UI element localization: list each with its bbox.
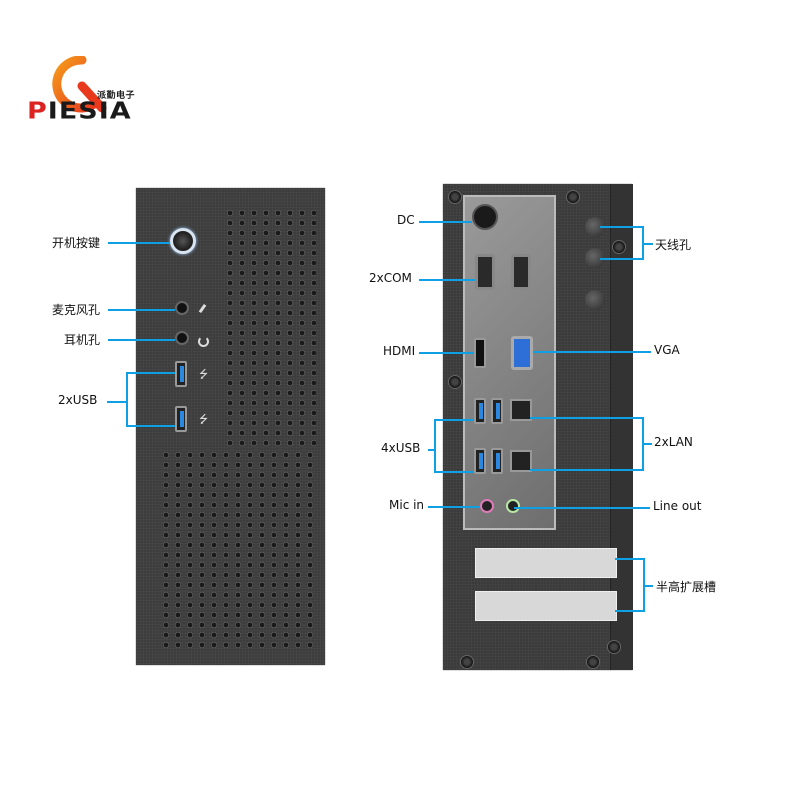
front-usb-port-2[interactable] <box>175 406 187 432</box>
brand-subtitle: 派勤电子 <box>97 91 136 101</box>
usb-icon: ⭍ <box>199 413 209 426</box>
hdmi-port[interactable] <box>474 338 486 368</box>
callout-line <box>530 417 644 419</box>
rear-usb-port-3[interactable] <box>474 448 486 474</box>
brand-logo: 派勤电子 PIESIA <box>0 0 160 140</box>
callout-line <box>126 425 175 427</box>
callout-line <box>434 419 474 421</box>
front-usb-port-1[interactable] <box>175 361 187 387</box>
screw-icon <box>566 190 580 204</box>
label-vga: VGA <box>654 343 680 357</box>
label-lan: 2xLAN <box>654 435 693 449</box>
callout-line <box>108 339 175 341</box>
label-dc: DC <box>397 213 415 227</box>
callout-line <box>428 449 435 451</box>
antenna-hole-3[interactable] <box>585 290 605 310</box>
rear-usb-port-4[interactable] <box>491 448 503 474</box>
vga-port[interactable] <box>511 336 533 370</box>
callout-line <box>615 558 645 560</box>
screw-icon <box>448 190 462 204</box>
callout-line <box>419 352 474 354</box>
screw-icon <box>607 640 621 654</box>
usb-icon: ⭍ <box>199 368 209 381</box>
callout-line <box>108 309 175 311</box>
callout-bracket <box>126 372 128 426</box>
callout-line <box>434 471 474 473</box>
line-out-jack[interactable] <box>506 499 520 513</box>
callout-line <box>419 221 472 223</box>
logo-q-icon <box>52 56 107 113</box>
label-mic-jack: 麦克风孔 <box>52 303 101 317</box>
headphone-jack[interactable] <box>175 331 189 345</box>
headphone-icon <box>198 336 209 347</box>
callout-line <box>428 506 480 508</box>
callout-line <box>642 243 653 245</box>
callout-line <box>107 401 127 403</box>
front-vent-mesh-upper <box>224 208 316 448</box>
label-hdmi: HDMI <box>383 344 416 358</box>
mic-in-jack[interactable] <box>480 499 494 513</box>
callout-line <box>643 585 653 587</box>
screw-icon <box>448 375 462 389</box>
label-line-out: Line out <box>653 499 702 513</box>
callout-line <box>419 279 475 281</box>
callout-line <box>642 443 652 445</box>
callout-line <box>600 258 644 260</box>
callout-line <box>108 242 170 244</box>
power-button[interactable] <box>170 228 196 254</box>
label-rear-usb: 4xUSB <box>381 441 421 455</box>
label-expansion-slot: 半高扩展槽 <box>656 580 717 594</box>
antenna-hole-2[interactable] <box>585 248 605 268</box>
screw-icon <box>460 655 474 669</box>
dc-port[interactable] <box>472 204 498 230</box>
callout-line <box>615 610 645 612</box>
lan-port-1[interactable] <box>510 399 532 421</box>
label-power-button: 开机按键 <box>52 236 101 250</box>
label-com: 2xCOM <box>369 271 412 285</box>
lan-port-2[interactable] <box>510 450 532 472</box>
label-antenna: 天线孔 <box>655 238 692 252</box>
expansion-slot-cover-2 <box>475 591 617 621</box>
rear-usb-port-2[interactable] <box>491 398 503 424</box>
brand-name-rest: IESIA <box>47 98 132 125</box>
rear-usb-port-1[interactable] <box>474 398 486 424</box>
callout-bracket <box>434 419 436 472</box>
com-port-1[interactable] <box>475 254 495 290</box>
brand-name: PIESIA <box>27 98 132 124</box>
screw-icon <box>612 240 626 254</box>
callout-line <box>533 351 651 353</box>
label-front-usb: 2xUSB <box>58 393 98 407</box>
expansion-slot-cover-1 <box>475 548 617 578</box>
label-headphone-jack: 耳机孔 <box>64 333 101 347</box>
mic-jack[interactable] <box>175 301 189 315</box>
callout-line <box>530 469 644 471</box>
com-port-2[interactable] <box>511 254 531 290</box>
callout-line <box>514 507 650 509</box>
callout-line <box>600 226 644 228</box>
label-mic-in: Mic in <box>389 498 425 512</box>
front-vent-mesh-lower <box>160 450 316 650</box>
callout-line <box>126 372 175 374</box>
antenna-hole-1[interactable] <box>585 217 605 237</box>
brand-name-prefix: P <box>27 98 48 125</box>
screw-icon <box>586 655 600 669</box>
